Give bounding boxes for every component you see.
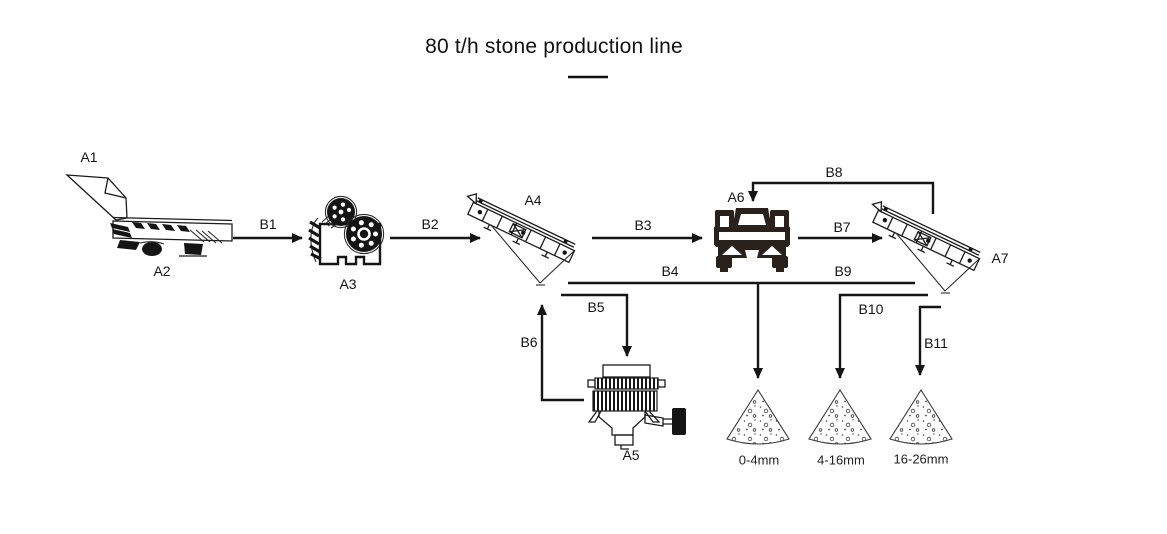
flow-label-b11: B11 (924, 335, 948, 351)
flow-label-b4: B4 (661, 263, 679, 279)
equipment-label-a3: A3 (339, 276, 357, 292)
flow-label-b7: B7 (833, 219, 851, 235)
product-size-label: 16-26mm (893, 451, 949, 467)
equipment-label-a4: A4 (524, 192, 542, 208)
flow-label-b10: B10 (858, 301, 884, 317)
impact-crusher-icon (714, 208, 790, 272)
equipment-label-a1: A1 (80, 149, 98, 165)
vibrating-feeder-icon (65, 174, 233, 257)
flow-label-b1: B1 (259, 216, 277, 232)
flow-label-b2: B2 (421, 216, 439, 232)
flow-arrow-b5 (561, 293, 632, 357)
jaw-crusher-icon (308, 195, 385, 266)
flow-arrow-b10 (835, 293, 928, 379)
equipment-label-a2: A2 (153, 263, 171, 279)
product-size-label: 0-4mm (738, 452, 780, 468)
flow-arrow-b8 (748, 181, 935, 214)
flow-arrow-b6 (537, 304, 584, 402)
flow-arrow-b11 (915, 305, 941, 376)
flow-label-b5: B5 (587, 299, 605, 315)
flow-label-b8: B8 (825, 164, 843, 180)
equipment-label-a7: A7 (991, 250, 1009, 266)
stockpile-icon (889, 389, 953, 445)
vibrating-screen-icon (862, 198, 985, 294)
equipment-label-a5: A5 (622, 447, 640, 463)
stockpile-icon (808, 389, 872, 445)
equipment-label-a6: A6 (727, 189, 745, 205)
flow-label-b6: B6 (520, 334, 538, 350)
flow-label-b3: B3 (634, 217, 652, 233)
cone-crusher-icon (587, 364, 686, 450)
flow-label-b9: B9 (834, 263, 852, 279)
page-title: 80 t/h stone production line (425, 35, 683, 58)
product-size-label: 4-16mm (817, 452, 865, 468)
stockpile-icon (726, 389, 790, 445)
